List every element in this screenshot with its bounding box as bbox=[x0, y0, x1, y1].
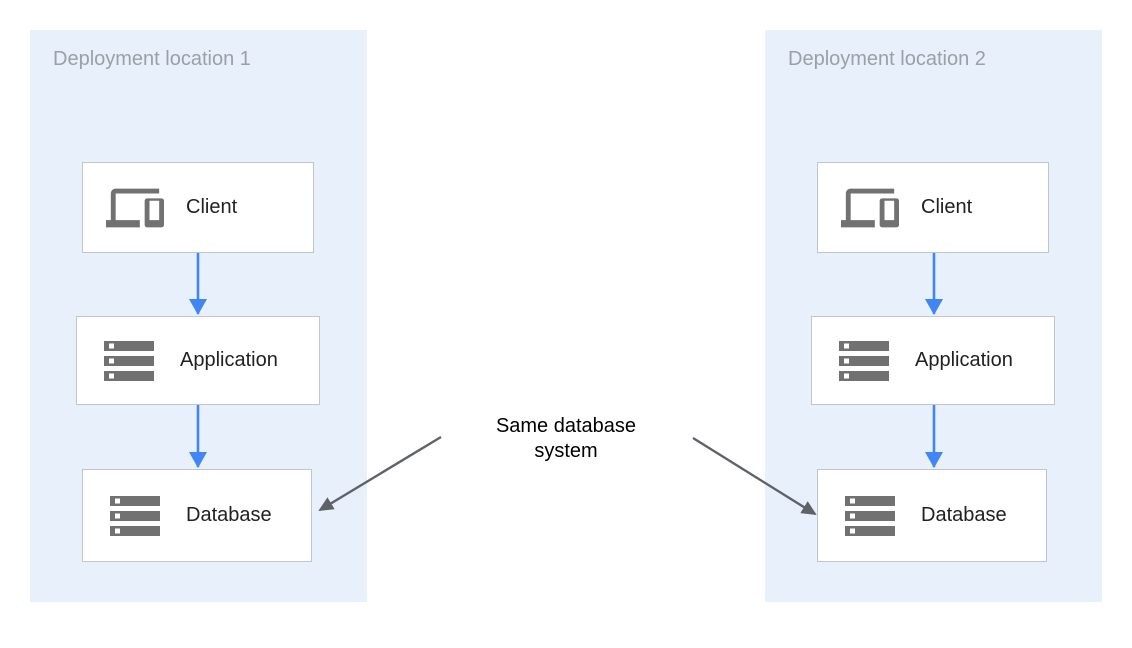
node-label: Application bbox=[915, 349, 1013, 371]
storage-icon bbox=[105, 486, 165, 546]
node-label: Database bbox=[186, 504, 272, 526]
node-label: Database bbox=[921, 504, 1007, 526]
devices-icon bbox=[840, 179, 900, 237]
deployment-location-1-panel: Deployment location 1 Client Application bbox=[30, 30, 367, 602]
storage-icon bbox=[834, 331, 894, 391]
application-node: Application bbox=[811, 316, 1055, 405]
database-node: Database bbox=[82, 469, 312, 562]
panel-title: Deployment location 2 bbox=[788, 48, 986, 70]
devices-icon bbox=[105, 179, 165, 237]
node-label: Application bbox=[180, 349, 278, 371]
storage-icon bbox=[99, 331, 159, 391]
node-label: Client bbox=[186, 196, 238, 218]
panel-title: Deployment location 1 bbox=[53, 48, 251, 70]
client-node: Client bbox=[82, 162, 314, 253]
database-node: Database bbox=[817, 469, 1047, 562]
application-node: Application bbox=[76, 316, 320, 405]
node-label: Client bbox=[921, 196, 973, 218]
storage-icon bbox=[840, 486, 900, 546]
same-database-system-label: Same database system bbox=[495, 415, 637, 462]
deployment-location-2-panel: Deployment location 2 Client Application bbox=[765, 30, 1102, 602]
client-node: Client bbox=[817, 162, 1049, 253]
